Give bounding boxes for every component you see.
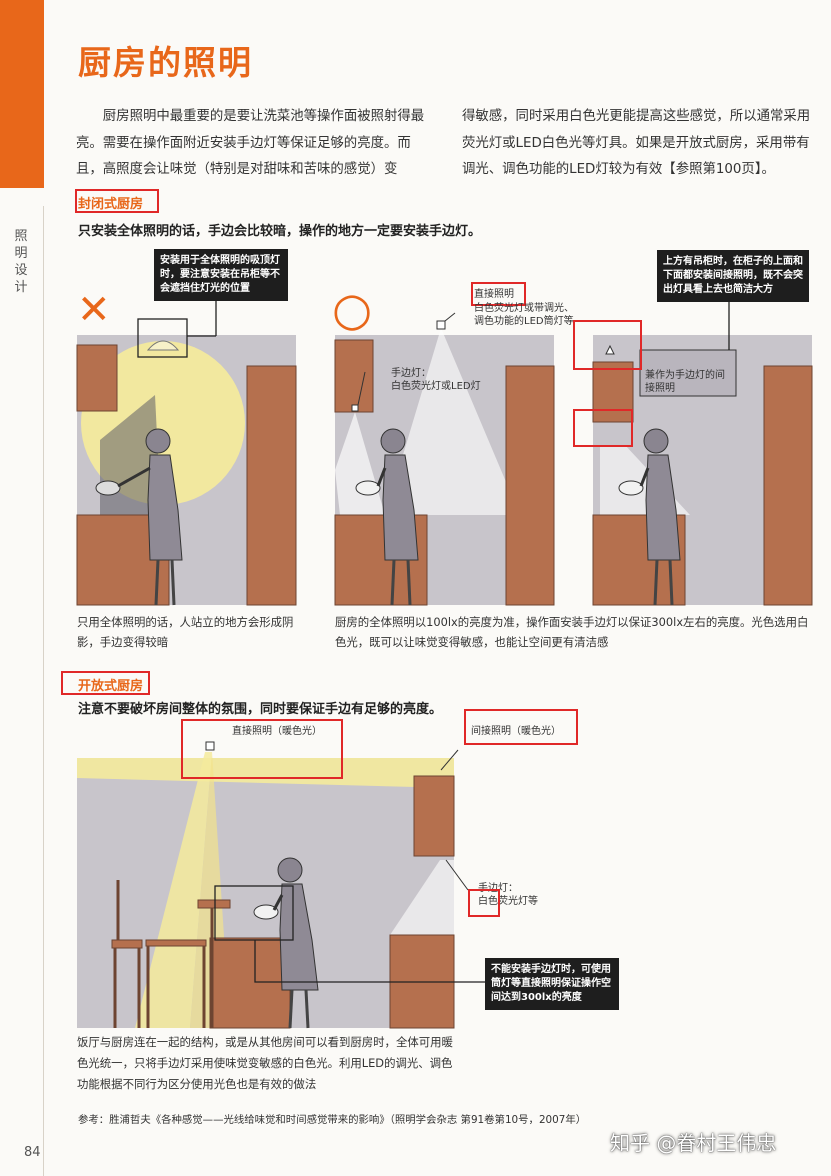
label-hand-light-desc: 白色荧光灯或LED灯	[391, 381, 481, 392]
intro-column-2: 得敏感，同时采用白色光更能提高这些感觉，所以通常采用荧光灯或LED白色光等灯具。…	[462, 109, 811, 177]
annotation-box	[61, 671, 150, 695]
open-kitchen-scene	[77, 741, 485, 1029]
annotation-box	[464, 709, 578, 745]
caption-closed-right: 厨房的全体照明以100lx的亮度为准，操作面安装手边灯以保证300lx左右的亮度…	[335, 615, 809, 649]
label-open-hand-light-desc: 白色荧光灯等	[478, 896, 538, 907]
side-divider	[43, 206, 44, 1176]
label-indirect-lighting: 兼作为手边灯的间接照明	[645, 370, 725, 394]
annotation-box	[181, 719, 343, 779]
note-ceiling-light: 安装用于全体照明的吸顶灯时，要注意安装在吊柜等不会遮挡住灯光的位置	[154, 249, 288, 301]
orange-side-band	[0, 0, 44, 188]
label-hand-light: 手边灯：	[391, 368, 431, 379]
annotation-box	[75, 189, 159, 213]
page-title: 厨房的照明	[78, 43, 253, 82]
section-label-closed-kitchen: 封闭式厨房	[78, 197, 144, 212]
label-direct-lighting: 直接照明	[474, 289, 514, 300]
note-upper-cabinet: 上方有吊柜时，在柜子的上面和下面都安装间接照明，既不会突出灯具看上去也简洁大方	[657, 250, 809, 302]
label-open-hand-light: 手边灯：	[478, 883, 518, 894]
annotation-box	[573, 320, 642, 370]
caption-open: 饭厅与厨房连在一起的结构，或是从其他房间可以看到厨房时，全体可用暖色光统一，只将…	[77, 1035, 453, 1091]
intro-column-1: 厨房照明中最重要的是要让洗菜池等操作面被照射得最亮。需要在操作面附近安装手边灯等…	[76, 109, 425, 177]
annotation-box	[468, 889, 500, 917]
label-open-indirect-lighting: 间接照明（暖色光）	[471, 726, 561, 737]
bad-mark-icon: ✕	[77, 287, 111, 333]
note-no-hand-light: 不能安装手边灯时，可使用筒灯等直接照明保证操作空间达到300lx的亮度	[485, 958, 619, 1010]
annotation-box	[573, 409, 633, 447]
page-number: 84	[24, 1145, 41, 1160]
chapter-side-label: 照明设计	[14, 229, 28, 295]
section-label-open-kitchen: 开放式厨房	[78, 679, 144, 694]
label-open-direct-lighting: 直接照明（暖色光）	[232, 726, 322, 737]
reference-note: 参考：胜浦哲夫《各种感觉——光线给味觉和时间感觉带来的影响》（照明学会杂志 第9…	[78, 1114, 587, 1126]
section-subtitle-open: 注意不要破坏房间整体的氛围，同时要保证手边有足够的亮度。	[78, 702, 443, 717]
good-mark-icon: ○	[332, 282, 373, 336]
panel-with-indirect-light	[592, 292, 813, 606]
annotation-box	[471, 282, 526, 306]
caption-closed-left: 只用全体照明的话，人站立的地方会形成阴影，手边变得较暗	[77, 615, 294, 649]
panel-with-hand-light	[334, 312, 555, 606]
watermark: 知乎 @眷村王伟忠	[610, 1131, 777, 1155]
section-subtitle-closed: 只安装全体照明的话，手边会比较暗，操作的地方一定要安装手边灯。	[78, 224, 482, 239]
label-direct-lighting-desc: 白色荧光灯或带调光、调色功能的LED筒灯等	[474, 303, 574, 327]
panel-ceiling-light-only	[76, 250, 297, 606]
